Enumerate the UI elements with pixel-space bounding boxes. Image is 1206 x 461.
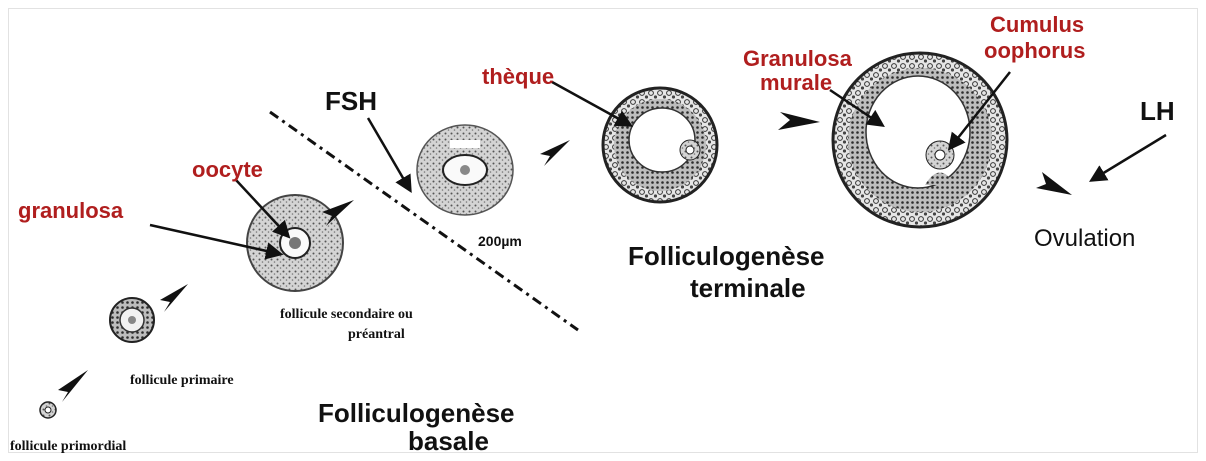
progression-arrowhead-2 [160, 284, 188, 312]
label-scale: 200µm [478, 233, 522, 249]
label-cumulus-2: oophorus [984, 38, 1085, 63]
progression-arrowhead-1 [58, 370, 88, 402]
label-ovulation: Ovulation [1034, 225, 1135, 252]
label-cumulus-1: Cumulus [990, 12, 1084, 37]
label-fsh: FSH [325, 86, 377, 116]
label-lh: LH [1140, 96, 1175, 126]
antral-follicle [603, 88, 717, 202]
label-granulosa: granulosa [18, 198, 124, 223]
phase-terminale-2: terminale [690, 273, 806, 303]
ovulation-arrowhead [1036, 172, 1072, 195]
progression-arrowhead-5 [778, 112, 820, 130]
pointer-theque [552, 82, 630, 125]
phase-basale-1: Folliculogenèse [318, 398, 515, 428]
label-theque: thèque [482, 64, 554, 89]
label-granulosa-murale-1: Granulosa [743, 46, 853, 71]
secondary-follicle [417, 125, 513, 215]
stage-secondaire-1: follicule secondaire ou [280, 307, 413, 322]
stage-primordial: follicule primordial [10, 439, 126, 454]
primary-follicle [110, 298, 154, 342]
primordial-follicle [40, 402, 56, 418]
phase-terminale-1: Folliculogenèse [628, 241, 825, 271]
phase-basale-2: basale [408, 426, 489, 456]
label-granulosa-murale-2: murale [760, 70, 832, 95]
pointer-fsh [368, 118, 410, 190]
progression-arrowhead-4 [540, 140, 570, 166]
stage-primaire: follicule primaire [130, 373, 234, 388]
growing-follicle [247, 195, 343, 291]
stage-secondaire-2: préantral [348, 327, 405, 342]
label-oocyte: oocyte [192, 157, 263, 182]
pointer-lh [1092, 135, 1166, 180]
preovulatory-follicle [833, 53, 1007, 227]
